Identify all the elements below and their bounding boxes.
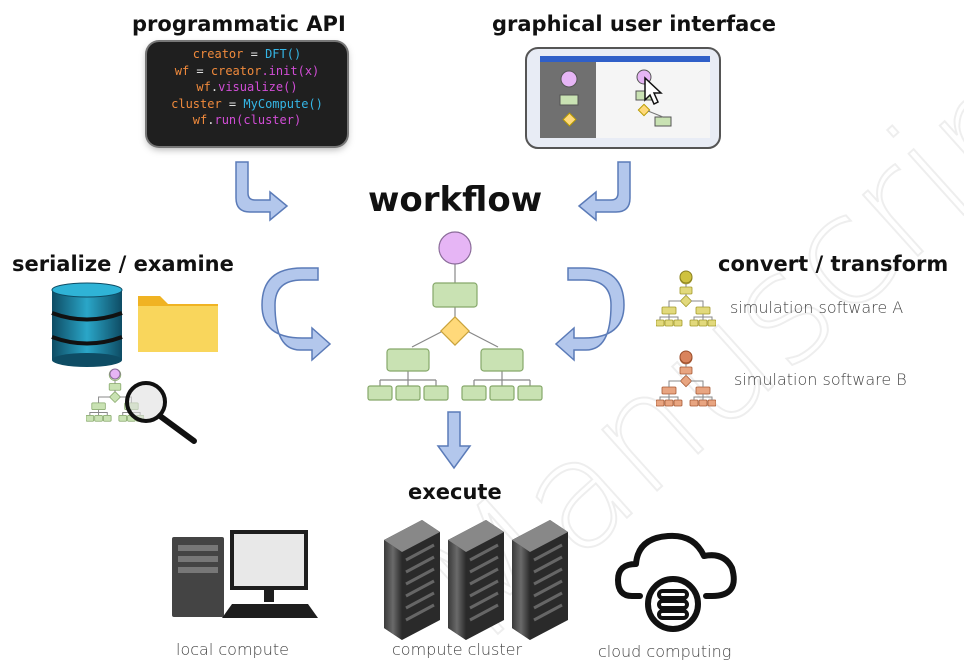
database-icon [51, 282, 123, 367]
serialize-title: serialize / examine [12, 252, 234, 276]
convert-title: convert / transform [718, 252, 949, 276]
graphical-ui-title: graphical user interface [492, 12, 777, 36]
code-line-5: wf.run(cluster) [192, 113, 302, 127]
programmatic-api-title: programmatic API [132, 12, 346, 36]
code-line-3: wf.visualize() [196, 80, 298, 94]
arrow-gui-to-workflow [577, 161, 631, 222]
arrow-api-to-workflow [235, 161, 289, 222]
local-compute-label: local compute [176, 640, 289, 659]
workflow-title: workflow [368, 180, 543, 220]
software-b-label: simulation software B [734, 370, 907, 389]
gui-window [525, 47, 721, 149]
cloud-computing-label: cloud computing [598, 642, 732, 661]
compute-cluster-label: compute cluster [392, 640, 523, 659]
folder-icon [138, 296, 218, 352]
software-a-label: simulation software A [730, 298, 904, 317]
arrow-to-execute [436, 411, 472, 470]
desktop-computer-icon [172, 530, 318, 618]
cursor-icon [644, 76, 663, 106]
code-line-2: wf = creator.init(x) [174, 63, 320, 78]
code-line-4: cluster = MyCompute() [171, 96, 323, 111]
execute-title: execute [408, 480, 502, 504]
cloud-computing-icon [615, 532, 737, 632]
code-snippet: creator = DFT() wf = creator.init(x) wf.… [147, 42, 347, 146]
arrow-convert [554, 267, 625, 362]
arrows [235, 161, 631, 470]
magnifier-icon [125, 381, 197, 444]
code-line-1: creator = DFT() [192, 47, 302, 61]
arrow-serialize [261, 267, 332, 362]
workflow-tree [367, 231, 543, 401]
server-rack-icon [384, 520, 568, 640]
